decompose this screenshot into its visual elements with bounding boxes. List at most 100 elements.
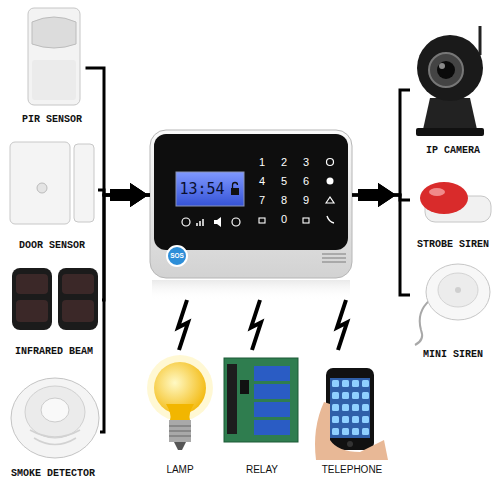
lcd-time: 13:54 xyxy=(176,172,228,206)
lamp-neck xyxy=(166,404,194,420)
alarm-panel xyxy=(150,130,352,300)
device-node: TELEPHONE xyxy=(308,350,396,476)
connector xyxy=(100,195,150,432)
connector xyxy=(102,195,150,300)
lens-glint xyxy=(439,63,445,69)
device-node: DOOR SENSOR xyxy=(6,136,98,252)
relay-pcb xyxy=(224,358,298,442)
sensor-housing xyxy=(28,8,80,105)
arrow-head xyxy=(358,183,396,207)
base-ridges xyxy=(169,426,191,436)
connector-group xyxy=(352,90,410,207)
keypad-digit: 4 xyxy=(252,174,272,188)
beam-lens xyxy=(16,300,48,322)
hand xyxy=(315,402,388,460)
arrow-head xyxy=(110,183,148,207)
speaker-icon xyxy=(214,217,221,227)
device-label: RELAY xyxy=(246,464,278,476)
smoke-detector xyxy=(11,378,99,458)
device-node: SMOKE DETECTOR xyxy=(6,370,100,480)
wireless-bolt xyxy=(178,300,188,350)
camera-base xyxy=(416,128,484,136)
lcd-screen xyxy=(176,172,244,206)
ip-camera xyxy=(416,26,484,136)
device-label: TELEPHONE xyxy=(322,464,383,476)
relay-unit xyxy=(254,402,290,417)
relay-unit xyxy=(254,384,290,399)
siren-wire xyxy=(415,300,430,345)
relay-board xyxy=(224,358,298,442)
relay-chip xyxy=(240,380,249,394)
sensor-lens xyxy=(32,17,76,48)
settings-icon xyxy=(232,218,240,226)
magnet-strip xyxy=(74,144,94,222)
device-label: PIR SENSOR xyxy=(22,114,82,126)
detector-center xyxy=(41,398,69,422)
keypad-digit: 7 xyxy=(252,193,272,207)
panel-front xyxy=(154,134,348,250)
connector-group xyxy=(352,183,410,295)
key-icon xyxy=(327,159,334,166)
keypad-digit: 9 xyxy=(296,193,316,207)
camera-antenna xyxy=(479,26,482,55)
arrow-head xyxy=(110,183,148,207)
arrow-head xyxy=(358,183,396,207)
beam-unit xyxy=(12,268,52,330)
panel-reflection xyxy=(152,280,350,300)
beam-unit xyxy=(58,268,98,330)
device-node: MINI SIREN xyxy=(410,256,496,361)
signal-icon xyxy=(197,219,203,226)
home-button xyxy=(347,441,353,447)
wireless-bolt xyxy=(251,300,261,350)
lamp-tip xyxy=(174,442,186,450)
device-node: INFRARED BEAM xyxy=(6,262,102,358)
connector-group xyxy=(251,300,261,350)
housing-shade xyxy=(32,60,76,100)
siren-hole xyxy=(455,287,461,293)
phone-screen xyxy=(330,378,370,438)
camera-body xyxy=(417,35,483,101)
beam-lens xyxy=(62,274,94,294)
keypad-digit: 1 xyxy=(252,155,272,169)
door-sensor xyxy=(10,142,94,224)
phone-body xyxy=(326,368,374,450)
device-node: LAMP xyxy=(140,350,220,476)
device-label: SMOKE DETECTOR xyxy=(11,468,95,480)
connector xyxy=(352,195,410,295)
key-icon xyxy=(326,197,334,203)
siren-dome xyxy=(420,182,468,214)
lamp-glow xyxy=(147,355,213,421)
lock-icon xyxy=(231,188,239,195)
beam-lens xyxy=(62,300,94,322)
arrow-head xyxy=(358,183,396,207)
lamp-base xyxy=(169,420,191,442)
device-node: IP CAMERA xyxy=(410,20,496,157)
keypad-digit: 2 xyxy=(274,155,294,169)
connector-group xyxy=(337,300,347,350)
beam-lens xyxy=(16,274,48,294)
siren-face xyxy=(438,273,478,307)
connector-group xyxy=(178,300,188,350)
pir-sensor xyxy=(28,8,80,105)
sos-button xyxy=(167,246,187,266)
device-label: INFRARED BEAM xyxy=(15,346,93,358)
camera-lens-ring xyxy=(429,53,463,87)
key-icon xyxy=(259,218,265,223)
device-node: STROBE SIREN xyxy=(410,172,496,251)
sensor-button xyxy=(37,183,47,193)
device-node: RELAY xyxy=(222,350,302,476)
lock-icon xyxy=(233,183,238,189)
camera-lens xyxy=(437,61,455,79)
infrared-beam xyxy=(12,268,98,330)
key-icon xyxy=(327,216,334,223)
detector-vents xyxy=(30,430,80,445)
connector xyxy=(352,90,410,195)
connector xyxy=(86,68,151,195)
connector-group xyxy=(86,68,151,207)
phone-apps xyxy=(330,378,370,438)
keypad-digit: 6 xyxy=(296,174,316,188)
arrow-head xyxy=(110,183,148,207)
relay-unit xyxy=(254,420,290,435)
sensor-housing xyxy=(10,142,70,224)
